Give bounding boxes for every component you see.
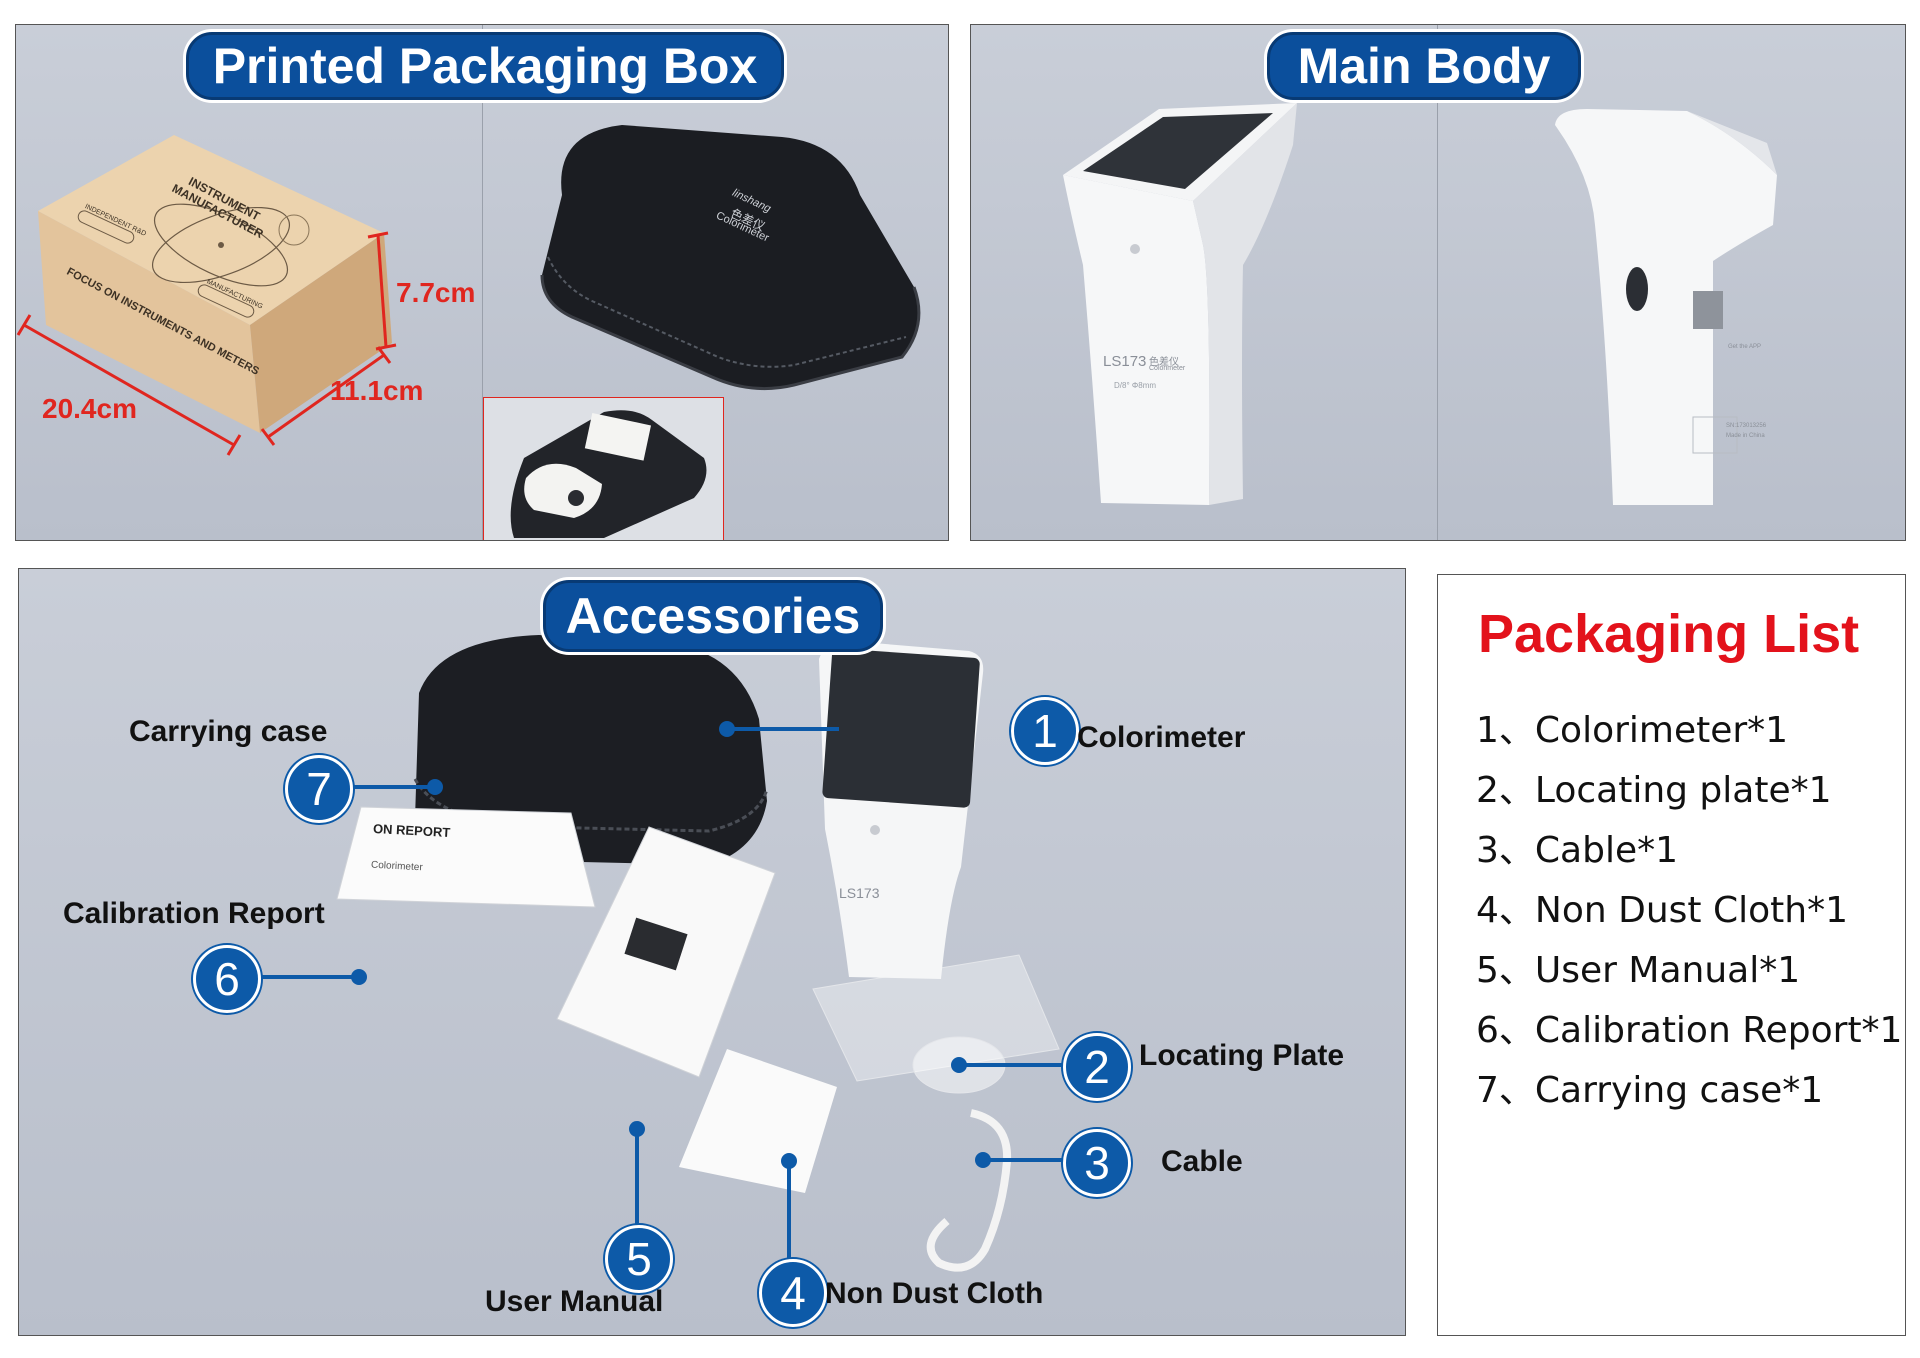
packaging-list-item-5: 5、User Manual*1 [1476, 950, 1801, 991]
device-front-image [1063, 103, 1297, 505]
callout-7-label: Carrying case [129, 715, 328, 748]
device-app-text: Get the APP [1728, 344, 1762, 350]
open-case-inset [483, 397, 724, 540]
accessories-title: Accessories [543, 580, 883, 652]
device-back-image [1555, 109, 1777, 505]
packaging-list-title: Packaging List [1478, 604, 1860, 664]
packaging-list-item-3: 3、Cable*1 [1476, 830, 1679, 871]
callout-7-badge: 7 [285, 755, 353, 823]
photo-divider [482, 25, 483, 540]
accessories-panel: ON REPORT Colorimeter LS173 1 2 3 4 5 6 … [18, 568, 1406, 1336]
callout-2-badge: 2 [1063, 1033, 1131, 1101]
device-model-text: LS173 [1103, 353, 1147, 370]
device-model-small: LS173 [839, 885, 880, 901]
carrying-case-image [540, 125, 921, 391]
packaging-list-item-7: 7、Carrying case*1 [1476, 1070, 1824, 1111]
device-sub-text: Colorimeter [1149, 365, 1186, 372]
packaging-list-item-2: 2、Locating plate*1 [1476, 770, 1832, 811]
callout-1-badge: 1 [1011, 697, 1079, 765]
callout-1-label: Colorimeter [1077, 721, 1246, 754]
box-length-label: 20.4cm [42, 393, 137, 424]
packaging-box-panel: INSTRUMENT MANUFACTURER FOCUS ON INSTRUM… [15, 24, 949, 541]
packaging-list-panel: Packaging List 1、Colorimeter*1 2、Locatin… [1437, 574, 1906, 1336]
device-sn-text: SN:173013256 [1726, 423, 1767, 429]
device-spec-text: D/8° Φ8mm [1114, 381, 1157, 390]
photo-divider [1437, 25, 1438, 540]
packaging-list-item-4: 4、Non Dust Cloth*1 [1476, 890, 1848, 931]
callout-5-badge: 5 [605, 1225, 673, 1293]
device-cn-text: 色差仪 [1149, 357, 1179, 368]
callout-4-label: Non Dust Cloth [825, 1277, 1044, 1310]
main-body-panel: LS173 色差仪 Colorimeter D/8° Φ8mm Get the … [970, 24, 1906, 541]
callout-3-label: Cable [1161, 1145, 1243, 1178]
box-height-label: 7.7cm [396, 277, 476, 308]
callout-2-label: Locating Plate [1139, 1039, 1345, 1072]
cardboard-box-image [16, 135, 397, 456]
accessories-photo [336, 635, 1060, 1272]
packaging-list-item-1: 1、Colorimeter*1 [1476, 710, 1789, 751]
packaging-box-title: Printed Packaging Box [186, 32, 784, 100]
callout-5-label: User Manual [485, 1285, 664, 1318]
packaging-list-item-6: 6、Calibration Report*1 [1476, 1010, 1903, 1051]
callout-3-badge: 3 [1063, 1129, 1131, 1197]
main-body-title: Main Body [1267, 32, 1581, 100]
box-width-label: 11.1cm [330, 375, 424, 406]
device-made-text: Made in China [1726, 433, 1765, 439]
callout-6-badge: 6 [193, 945, 261, 1013]
callout-6-label: Calibration Report [63, 897, 325, 930]
callout-4-badge: 4 [759, 1259, 827, 1327]
